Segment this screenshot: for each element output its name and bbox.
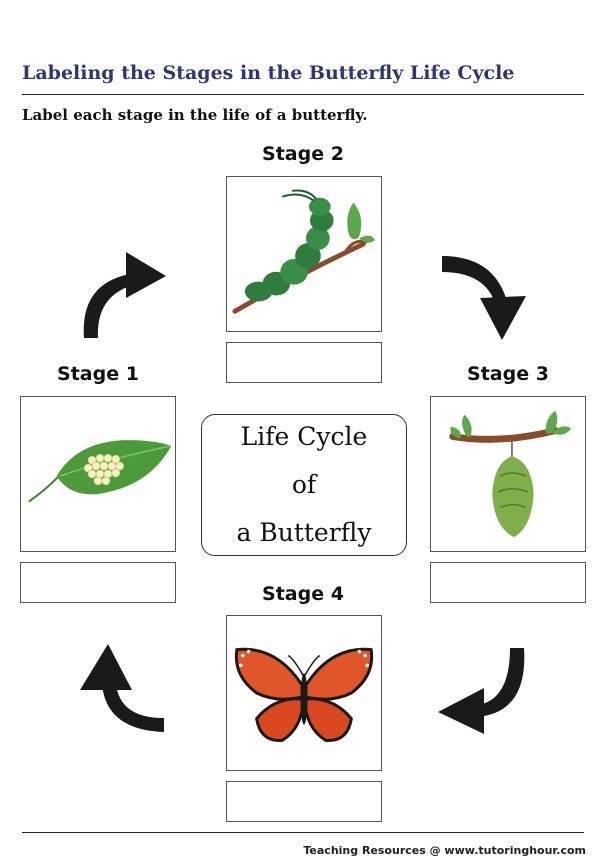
curved-arrow-down-right-icon [442, 256, 526, 340]
stage-3-answer-box[interactable] [430, 562, 586, 603]
egg-on-leaf-icon [28, 440, 172, 503]
stage-4-label: Stage 4 [262, 583, 344, 605]
stage-3-label: Stage 3 [467, 363, 549, 385]
worksheet-title: Labeling the Stages in the Butterfly Lif… [22, 62, 515, 84]
stage-1-label: Stage 1 [57, 363, 139, 385]
stage-3-picture [430, 396, 586, 552]
curved-arrow-up-left-icon [80, 644, 164, 732]
butterfly-icon [234, 647, 374, 742]
stage-4-answer-box[interactable] [226, 781, 382, 822]
caterpillar-icon [232, 189, 376, 314]
curved-arrow-down-left-icon [438, 648, 525, 734]
stage-2-label: Stage 2 [262, 143, 344, 165]
chrysalis-icon [449, 410, 572, 538]
footer-credit: Teaching Resources @ www.tutoringhour.co… [303, 844, 586, 857]
instruction-text: Label each stage in the life of a butter… [22, 106, 368, 124]
title-divider [22, 94, 584, 95]
footer-divider [22, 832, 584, 833]
center-line-2: of [291, 470, 317, 499]
stage-1-answer-box[interactable] [20, 562, 176, 603]
stage-1-picture [20, 396, 176, 552]
stage-2-picture [226, 176, 382, 332]
center-line-1: Life Cycle [240, 422, 368, 451]
stage-2-answer-box[interactable] [226, 342, 382, 383]
center-title-box: Life Cycle of a Butterfly [201, 414, 407, 556]
center-line-3: a Butterfly [236, 518, 372, 547]
stage-4-picture [226, 615, 382, 771]
curved-arrow-up-right-icon [83, 252, 166, 338]
